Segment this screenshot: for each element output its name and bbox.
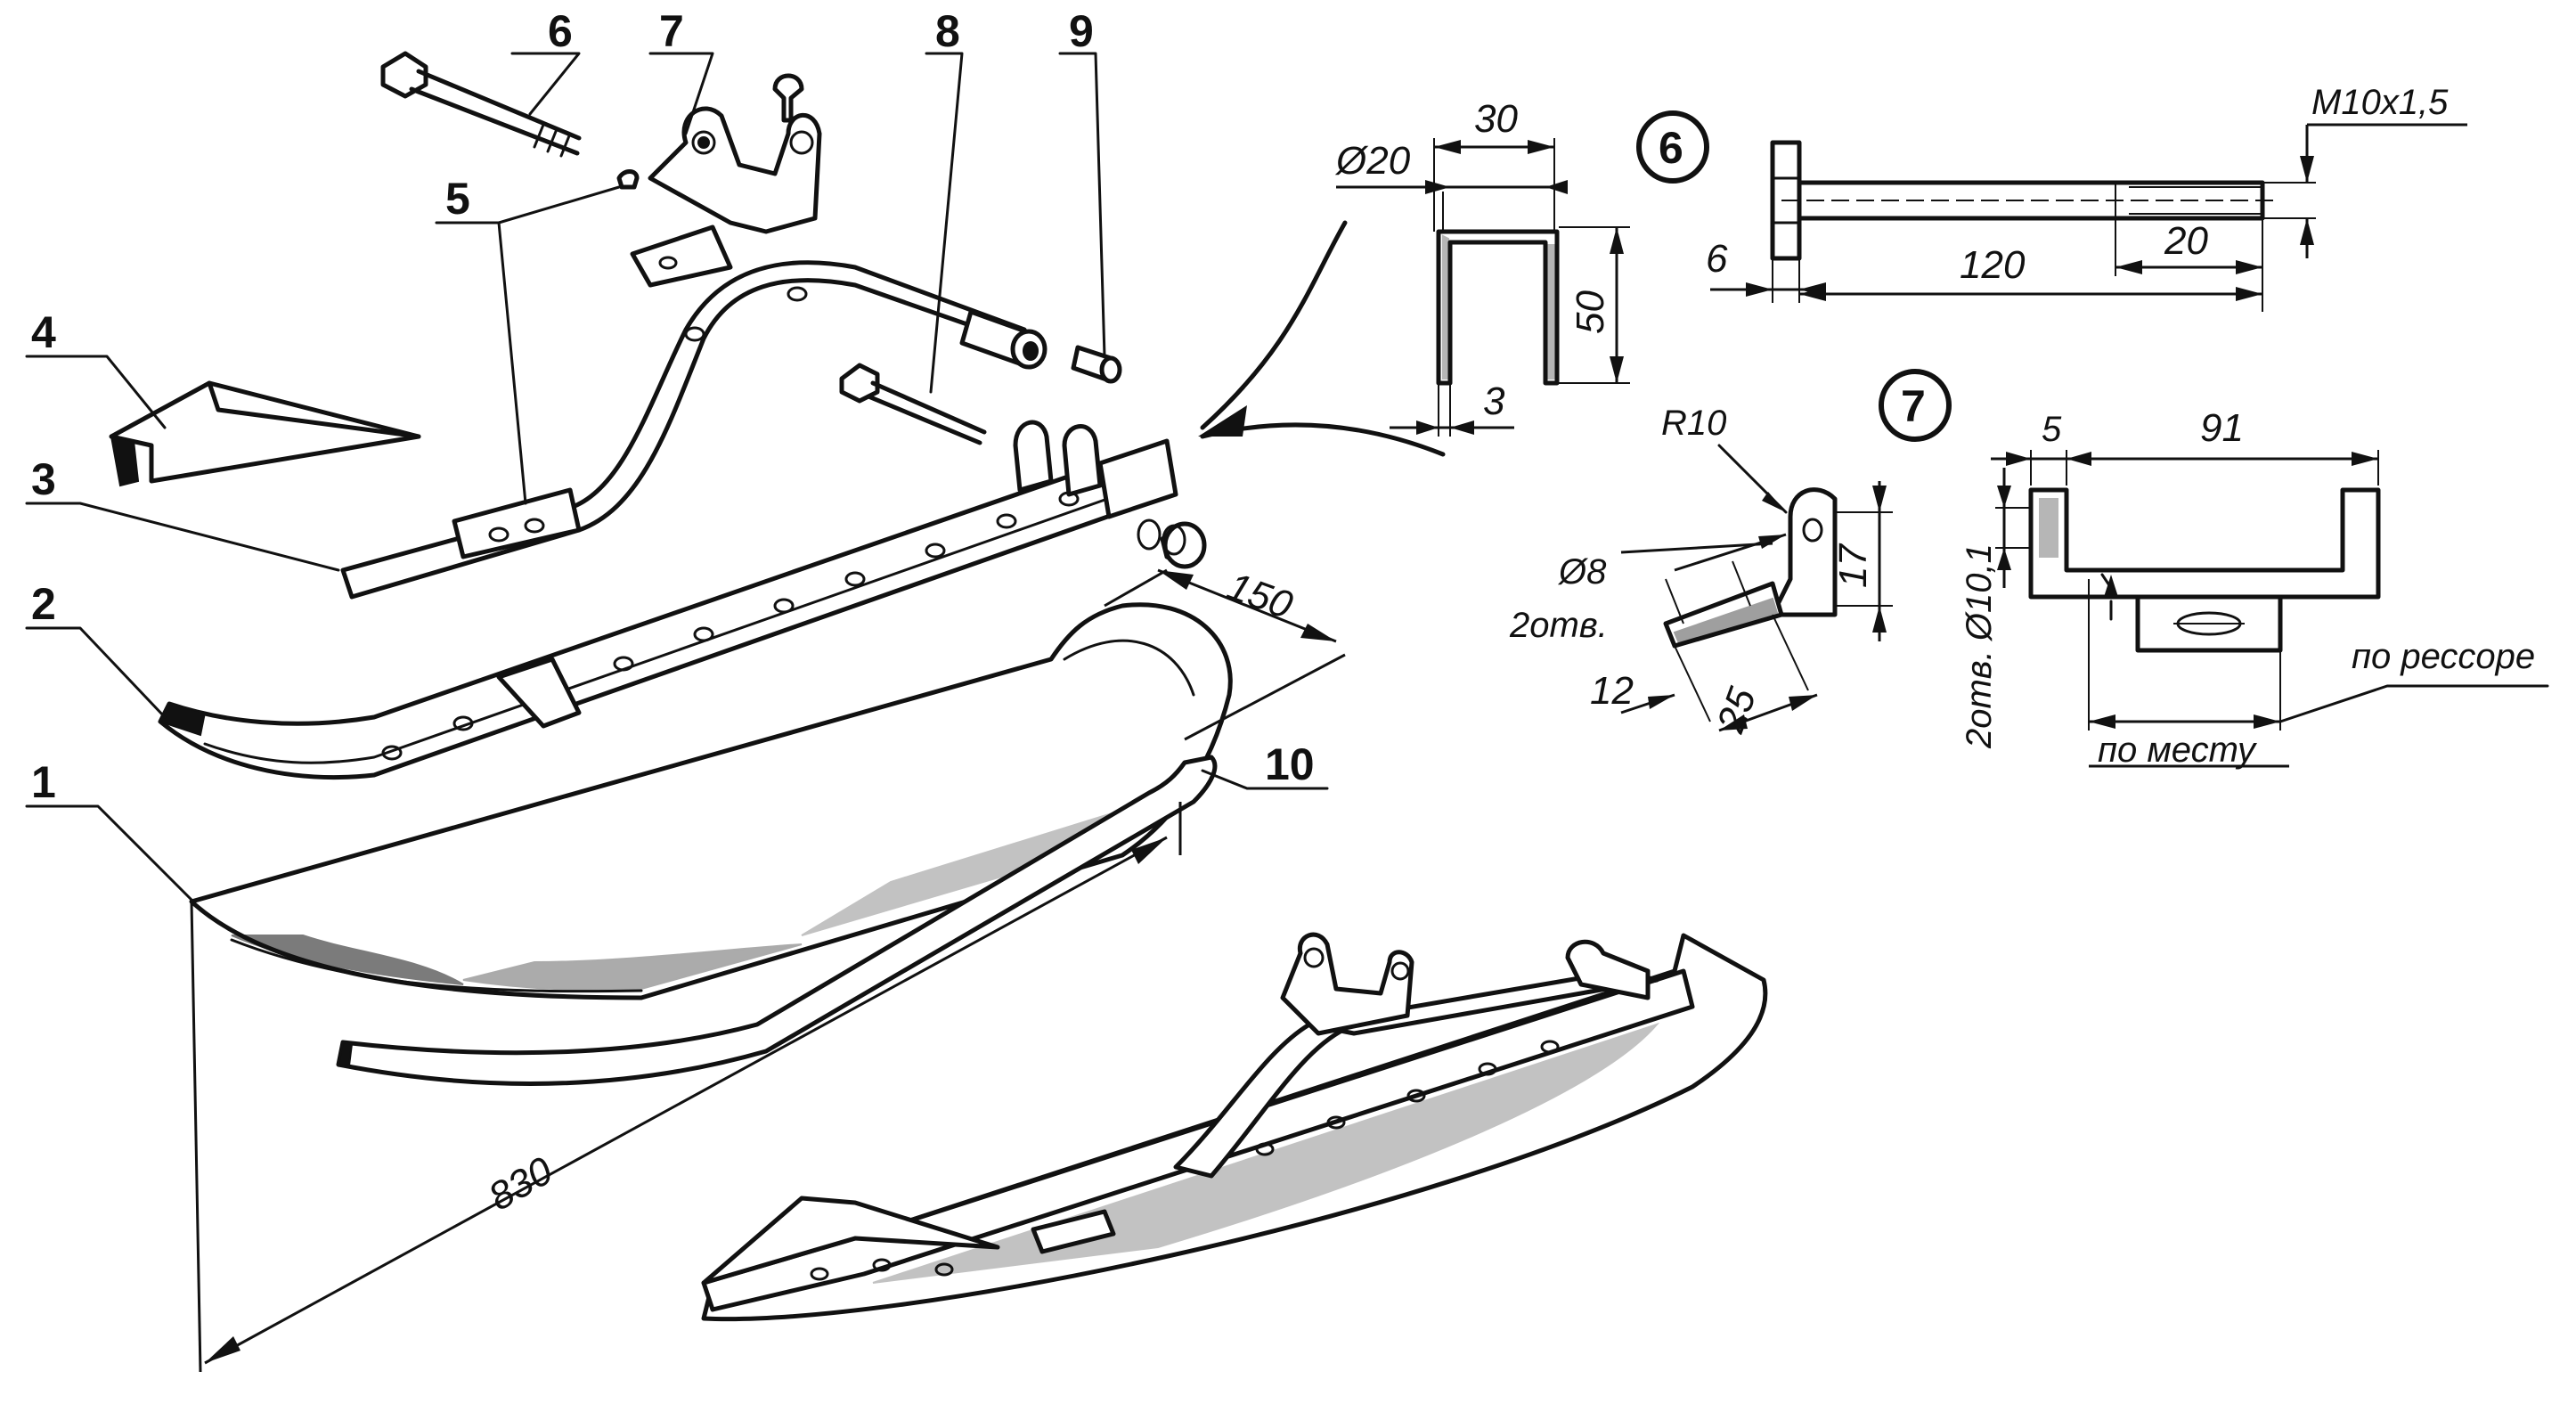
part-7-bracket bbox=[616, 73, 822, 288]
dim-place: по месту bbox=[2098, 731, 2258, 770]
dim-spring: по рессоре bbox=[2352, 637, 2535, 676]
part-9-bushing bbox=[959, 309, 1122, 384]
dim-120: 120 bbox=[1960, 243, 2026, 287]
dim-d8: Ø8 bbox=[1557, 552, 1607, 592]
dim-2holes-d10: 2отв. Ø10,1 bbox=[1960, 543, 1999, 749]
part-2-ski-frame bbox=[158, 420, 1178, 780]
lug-detail: R10 17 Ø8 2отв. 12 25 bbox=[1509, 404, 1893, 739]
part-1-ski-plate bbox=[189, 602, 1233, 1000]
bracket-section-detail: 30 Ø20 50 3 bbox=[1334, 97, 1630, 437]
leader-lines bbox=[25, 52, 1329, 902]
label-5: 5 bbox=[445, 174, 470, 224]
part-number-labels: 6 7 8 9 5 4 3 2 1 10 bbox=[31, 6, 1315, 807]
detail-pointer-arrow bbox=[1198, 220, 1446, 457]
label-9: 9 bbox=[1069, 6, 1094, 56]
dim-50: 50 bbox=[1569, 290, 1612, 334]
detail-6-label: 6 bbox=[1659, 123, 1683, 173]
label-2: 2 bbox=[31, 579, 56, 629]
dim-2holes: 2отв. bbox=[1509, 606, 1608, 645]
dim-3: 3 bbox=[1483, 380, 1505, 423]
dim-5: 5 bbox=[2042, 410, 2062, 449]
label-1: 1 bbox=[31, 757, 56, 807]
dim-25: 25 bbox=[1708, 682, 1765, 739]
dim-m10: M10x1,5 bbox=[2311, 83, 2449, 122]
detail-6-bolt: 6 M10x1,5 6 120 20 bbox=[1636, 83, 2467, 312]
label-4: 4 bbox=[31, 307, 56, 357]
dim-30: 30 bbox=[1474, 97, 1518, 141]
label-6: 6 bbox=[548, 6, 573, 56]
dim-d20: Ø20 bbox=[1334, 139, 1411, 183]
dim-150: 150 bbox=[1222, 564, 1299, 627]
assembled-ski-holes bbox=[810, 1040, 1560, 1281]
label-8: 8 bbox=[935, 6, 960, 56]
part-8-bolt bbox=[839, 363, 1207, 569]
dim-830: 830 bbox=[482, 1148, 561, 1219]
assembled-ski bbox=[701, 932, 1768, 1322]
label-3: 3 bbox=[31, 454, 56, 504]
detail-7-label: 7 bbox=[1901, 381, 1926, 431]
dim-12: 12 bbox=[1590, 669, 1634, 713]
label-7: 7 bbox=[659, 6, 684, 56]
dim-20: 20 bbox=[2164, 219, 2208, 263]
detail-7-bracket: 7 5 91 2отв. Ø10,1 по рессоре по месту bbox=[1879, 369, 2549, 770]
part-10-runner bbox=[336, 755, 1218, 1086]
dim-91: 91 bbox=[2200, 406, 2244, 450]
part-4-nose-guard bbox=[109, 380, 421, 487]
dim-r10: R10 bbox=[1661, 404, 1726, 443]
dim-17: 17 bbox=[1831, 543, 1875, 588]
dim-6: 6 bbox=[1706, 237, 1728, 281]
label-10: 10 bbox=[1265, 739, 1315, 789]
part-6-bolt bbox=[380, 51, 582, 158]
